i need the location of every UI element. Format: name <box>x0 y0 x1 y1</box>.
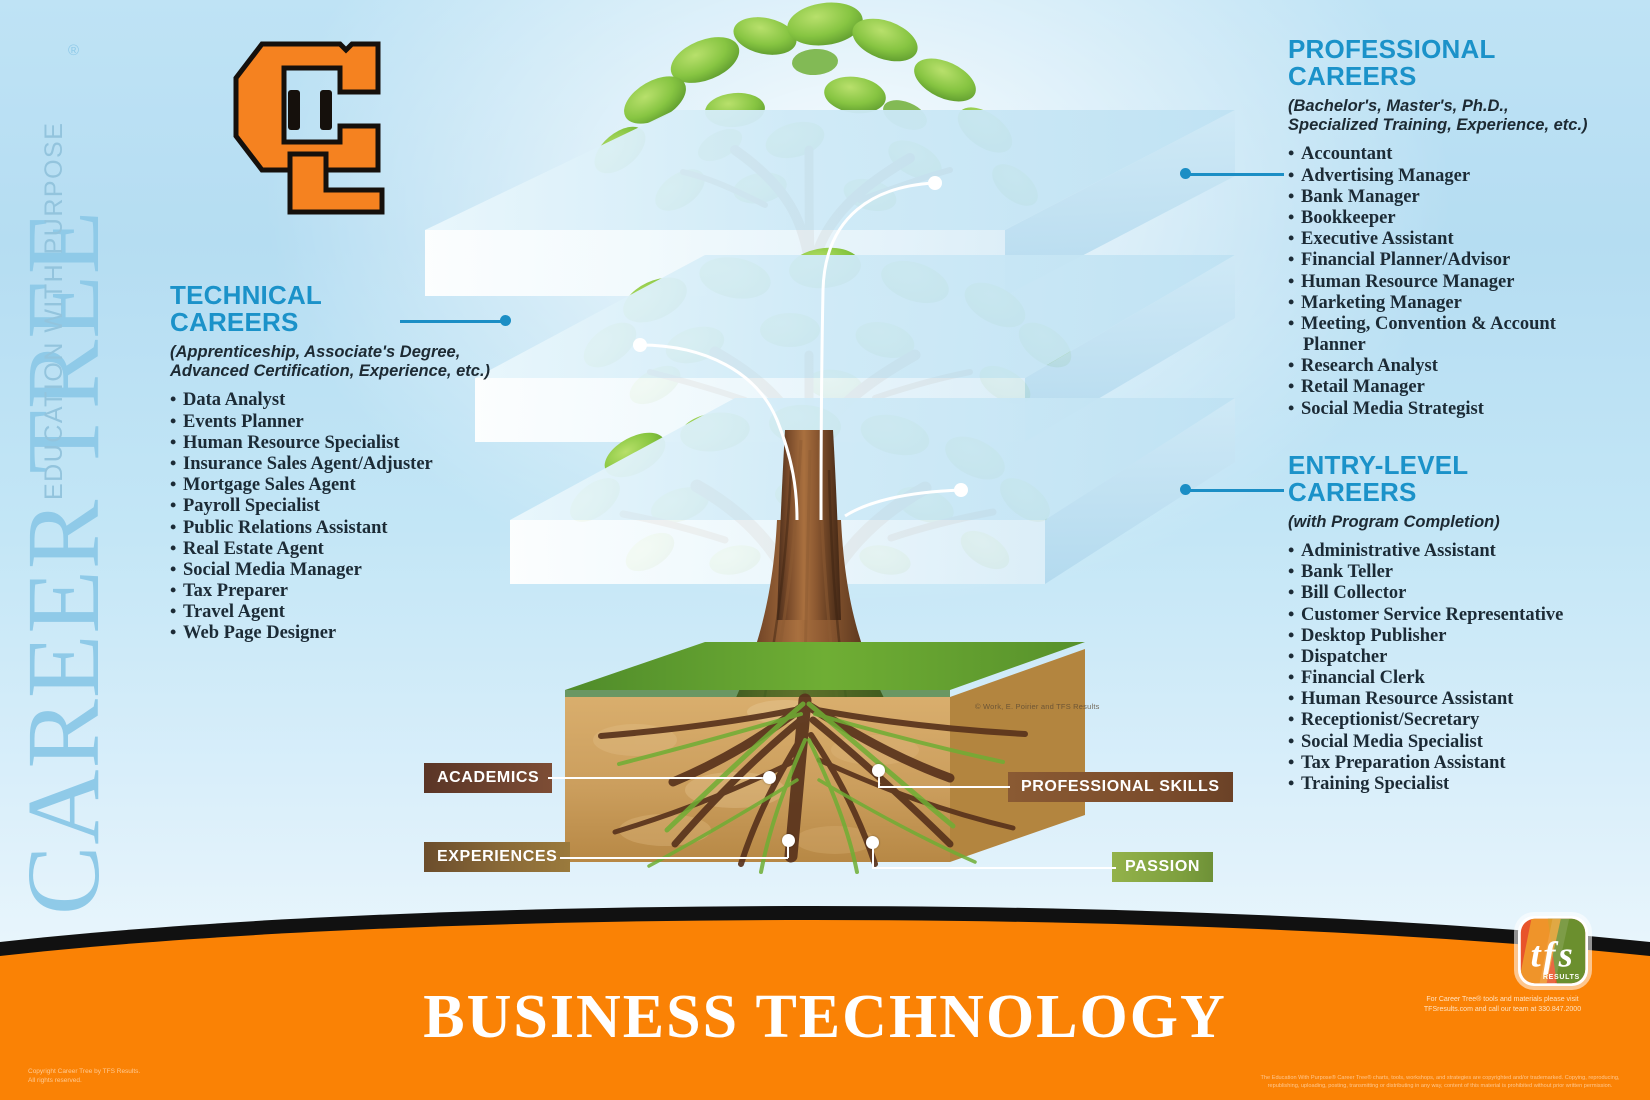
list-item: Financial Clerk <box>1288 667 1638 689</box>
list-item: Retail Manager <box>1288 376 1638 398</box>
root-dot-professional-skills <box>872 764 885 777</box>
list-item: Customer Service Representative <box>1288 604 1638 626</box>
technical-careers-heading: TECHNICAL CAREERS <box>170 280 323 337</box>
leader-dot-entry <box>1180 484 1191 495</box>
root-label-experiences: EXPERIENCES <box>424 842 571 872</box>
list-item: Insurance Sales Agent/Adjuster <box>170 453 500 475</box>
list-item: Financial Planner/Advisor <box>1288 249 1638 271</box>
entry-level-careers-requirements: (with Program Completion) <box>1288 512 1500 531</box>
list-item: Bank Teller <box>1288 561 1638 583</box>
footer-band: BUSINESS TECHNOLOGY Copyright Career Tre… <box>0 900 1650 1100</box>
root-label-passion: PASSION <box>1112 852 1214 882</box>
entry-level-careers-section: ENTRY-LEVEL CAREERS (with Program Comple… <box>1288 452 1638 795</box>
list-item-label: Meeting, Convention & Account <box>1301 313 1556 334</box>
root-line-professional-skills-vertical <box>878 770 880 788</box>
list-item: Human Resource Specialist <box>170 432 500 454</box>
list-item: Receptionist/Secretary <box>1288 709 1638 731</box>
list-item: Bank Manager <box>1288 186 1638 208</box>
list-item: Social Media Manager <box>170 559 500 581</box>
list-item: Bill Collector <box>1288 582 1638 604</box>
list-item: Web Page Designer <box>170 622 500 644</box>
legal-fineprint: The Education With Purpose® Career Tree®… <box>1260 1074 1620 1089</box>
illustration-credit: © Work, E. Poirier and TFS Results <box>975 702 1100 711</box>
cl-monogram-logo <box>228 30 388 215</box>
list-item: Data Analyst <box>170 389 500 411</box>
technical-careers-list: Data Analyst Events Planner Human Resour… <box>170 389 500 644</box>
leader-line-technical <box>400 320 510 323</box>
root-line-experiences-vertical <box>787 838 789 858</box>
list-item: Human Resource Assistant <box>1288 688 1638 710</box>
list-item: Training Specialist <box>1288 773 1638 795</box>
list-item: Marketing Manager <box>1288 292 1638 314</box>
leader-dot-professional <box>1180 168 1191 179</box>
root-line-passion-vertical <box>872 840 874 868</box>
root-label-academics: ACADEMICS <box>424 763 553 793</box>
leader-dot-technical <box>500 315 511 326</box>
root-line-professional-skills <box>878 786 1010 788</box>
tfs-results-logo: t f s RESULTS <box>1518 916 1588 986</box>
professional-careers-heading: PROFESSIONAL CAREERS <box>1288 34 1496 91</box>
list-item: Mortgage Sales Agent <box>170 474 500 496</box>
root-line-academics <box>548 777 770 779</box>
professional-careers-section: PROFESSIONAL CAREERS (Bachelor's, Master… <box>1288 36 1638 420</box>
left-branding-band: CAREER TREE EDUCATION WITH PURPOSE ® <box>0 0 175 930</box>
list-item: Real Estate Agent <box>170 538 500 560</box>
list-item: Administrative Assistant <box>1288 540 1638 562</box>
list-item: Tax Preparer <box>170 580 500 602</box>
list-item: Social Media Strategist <box>1288 398 1638 420</box>
list-item: Accountant <box>1288 143 1638 165</box>
list-item: Public Relations Assistant <box>170 516 500 539</box>
leader-line-professional <box>1188 173 1284 176</box>
list-item-label-continued: Planner <box>1303 335 1366 356</box>
list-item: Tax Preparation Assistant <box>1288 752 1638 774</box>
list-item: Travel Agent <box>170 601 500 623</box>
root-line-passion <box>872 867 1116 869</box>
root-label-professional-skills: PROFESSIONAL SKILLS <box>1008 772 1233 802</box>
list-item: Executive Assistant <box>1288 228 1638 250</box>
svg-text:RESULTS: RESULTS <box>1543 974 1580 981</box>
list-item: Payroll Specialist <box>170 495 500 517</box>
list-item: Dispatcher <box>1288 646 1638 668</box>
root-dot-academics <box>763 771 776 784</box>
list-item: Bookkeeper <box>1288 207 1638 229</box>
technical-careers-requirements: (Apprenticeship, Associate's Degree, Adv… <box>170 342 491 380</box>
career-tree-illustration <box>405 0 1235 930</box>
svg-text:s: s <box>1558 934 1573 974</box>
entry-level-careers-list: Administrative Assistant Bank Teller Bil… <box>1288 540 1638 795</box>
list-item: Desktop Publisher <box>1288 625 1638 647</box>
poster-title: BUSINESS TECHNOLOGY <box>423 983 1227 1051</box>
svg-text:f: f <box>1543 934 1559 974</box>
root-line-experiences <box>560 857 788 859</box>
leader-line-entry <box>1188 489 1284 492</box>
professional-careers-requirements: (Bachelor's, Master's, Ph.D., Specialize… <box>1288 96 1588 134</box>
technical-careers-section: TECHNICAL CAREERS (Apprenticeship, Assoc… <box>170 282 500 645</box>
list-item: Meeting, Convention & Account Planner <box>1288 313 1638 356</box>
list-item: Human Resource Manager <box>1288 270 1638 293</box>
copyright-notice: Copyright Career Tree by TFS Results. Al… <box>28 1068 141 1085</box>
list-item: Advertising Manager <box>1288 165 1638 187</box>
tfs-contact-info: For Career Tree® tools and materials ple… <box>1423 996 1582 1014</box>
professional-careers-list: Accountant Advertising Manager Bank Mana… <box>1288 143 1638 420</box>
entry-level-careers-heading: ENTRY-LEVEL CAREERS <box>1288 450 1469 507</box>
list-item: Social Media Specialist <box>1288 731 1638 753</box>
list-item: Research Analyst <box>1288 355 1638 377</box>
list-item: Events Planner <box>170 411 500 433</box>
vertical-tagline: EDUCATION WITH PURPOSE <box>40 121 68 500</box>
svg-text:t: t <box>1531 934 1543 974</box>
registered-trademark-mark: ® <box>68 42 80 59</box>
